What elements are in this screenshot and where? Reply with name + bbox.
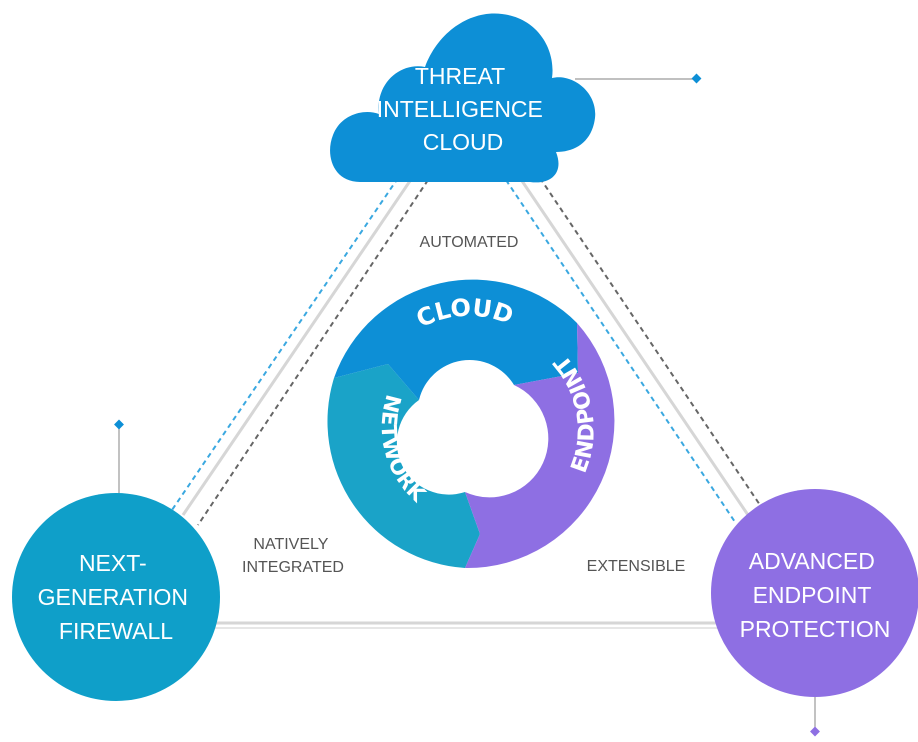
callout-pointers [114, 73, 820, 737]
natively-integrated-label-line: INTEGRATED [242, 559, 344, 576]
cloud-callout-diamond [691, 73, 702, 84]
cloud-to-endpoint-blue-dashed-line [505, 179, 736, 523]
natively-integrated-label: NATIVELY INTEGRATED [242, 536, 344, 576]
endpoint-protection-title: ADVANCED ENDPOINT PROTECTION [740, 548, 891, 642]
cloud-title-line: CLOUD [423, 129, 504, 155]
firewall-title-line: FIREWALL [59, 618, 173, 644]
endpoint-callout-diamond [810, 726, 820, 737]
firewall-title-line: GENERATION [38, 584, 188, 610]
endpoint-segment [465, 323, 615, 569]
cloud-to-firewall-dark-dashed-line [197, 179, 429, 526]
connector-lines [171, 177, 763, 629]
cloud-to-firewall-blue-dashed-line [171, 177, 399, 511]
firewall-title-line: NEXT- [79, 550, 147, 576]
firewall-callout-diamond [114, 419, 124, 430]
threat-intelligence-cloud-node: THREAT INTELLIGENCE CLOUD [330, 13, 596, 183]
cloud-title-line: THREAT [415, 63, 505, 89]
advanced-endpoint-protection-node: ADVANCED ENDPOINT PROTECTION [711, 489, 918, 697]
natively-integrated-label-line: NATIVELY [253, 536, 328, 553]
automated-label: AUTOMATED [420, 234, 519, 251]
firewall-circle [12, 493, 220, 701]
endpoint-protection-title-line: ENDPOINT [753, 582, 872, 608]
cloud-shape [330, 13, 596, 183]
cloud-title-line: INTELLIGENCE [377, 96, 543, 122]
platform-cycle-ring: CLOUD NETWORK ENDPOINT [327, 279, 615, 569]
cloud-to-endpoint-solid-line [518, 177, 750, 516]
endpoint-protection-title-line: PROTECTION [740, 616, 891, 642]
endpoint-protection-circle [711, 489, 918, 697]
cloud-to-endpoint-dark-dashed-line [539, 177, 763, 509]
endpoint-protection-title-line: ADVANCED [749, 548, 875, 574]
cloud-segment [334, 279, 578, 400]
next-generation-firewall-node: NEXT- GENERATION FIREWALL [12, 493, 220, 701]
cloud-title: THREAT INTELLIGENCE CLOUD [377, 63, 550, 155]
firewall-title: NEXT- GENERATION FIREWALL [38, 550, 195, 644]
cloud-to-firewall-solid-line [181, 177, 414, 516]
network-segment [327, 364, 480, 568]
extensible-label: EXTENSIBLE [587, 558, 686, 575]
